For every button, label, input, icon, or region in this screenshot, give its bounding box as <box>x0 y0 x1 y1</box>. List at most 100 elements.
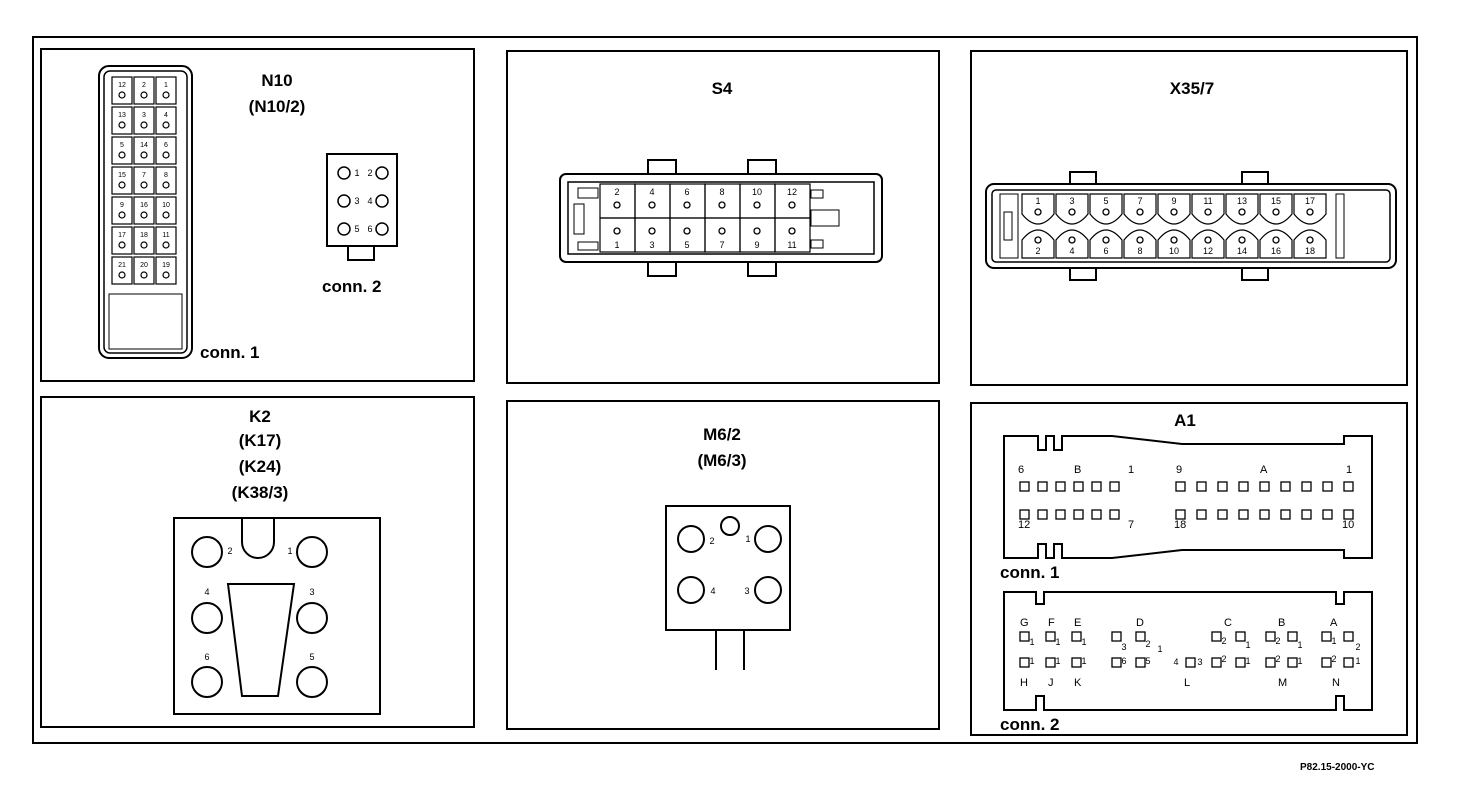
a1-conn2-terminal <box>1071 631 1082 642</box>
x35-pin <box>1136 208 1144 216</box>
a1-conn1-terminal <box>1217 481 1228 492</box>
a1-conn1-terminal <box>1019 509 1030 520</box>
n10-conn1-cell <box>155 76 177 105</box>
s4-pin-label: 1 <box>614 240 619 250</box>
s4-pin <box>718 227 726 235</box>
a1-conn1-label-b: B <box>1074 464 1081 476</box>
a1-conn2-pin-number: 5 <box>1145 656 1150 666</box>
x35-cell <box>1123 229 1157 259</box>
a1-conn1-terminal <box>1091 481 1102 492</box>
m6-pin-4: 4 <box>710 586 715 596</box>
a1-conn2-pin-number: 1 <box>1297 640 1302 650</box>
x35-pin <box>1204 236 1212 244</box>
a1-conn2-pin-number: 3 <box>1121 642 1126 652</box>
s4-pin-label: 5 <box>684 240 689 250</box>
a1-conn2-label-f: F <box>1048 617 1055 629</box>
a1-conn1-terminal <box>1175 481 1186 492</box>
s4-pin <box>613 201 621 209</box>
diagram-frame <box>32 36 1418 744</box>
a1-conn2-terminal <box>1019 631 1030 642</box>
x35-pin-label: 7 <box>1137 196 1142 206</box>
a1-conn2-terminal <box>1135 631 1146 642</box>
x35-pin-label: 17 <box>1305 196 1315 206</box>
a1-conn1-terminal <box>1301 481 1312 492</box>
n10-subtitle: (N10/2) <box>249 97 306 116</box>
a1-conn1-terminal <box>1196 481 1207 492</box>
a1-conn1-terminal <box>1055 481 1066 492</box>
figure-reference: P82.15-2000-YC <box>1300 762 1375 773</box>
a1-conn1-terminal <box>1109 481 1120 492</box>
a1-conn2-pin-number: 1 <box>1355 656 1360 666</box>
a1-conn1-label-1a: 1 <box>1128 464 1134 476</box>
x35-cell <box>1259 229 1293 259</box>
a1-conn2-pin-number: 2 <box>1331 654 1336 664</box>
x35-pin-label: 8 <box>1137 246 1142 256</box>
x35-cell <box>1157 193 1191 225</box>
k2-title-3: (K24) <box>239 457 282 476</box>
x35-pin-label: 3 <box>1069 196 1074 206</box>
panel-m6-2: M6/2 (M6/3) 2 1 4 3 <box>506 400 940 730</box>
s4-pin-label: 10 <box>752 187 762 197</box>
x35-cell <box>1191 229 1225 259</box>
m6-pin-3: 3 <box>744 586 749 596</box>
n10-conn1-pin <box>162 211 170 219</box>
n10-conn1-pin-label: 11 <box>162 232 169 239</box>
a1-conn2-terminal <box>1111 657 1122 668</box>
a1-conn2-terminal <box>1045 657 1056 668</box>
m6-drawing: M6/2 (M6/3) 2 1 4 3 <box>665 425 791 670</box>
a1-conn2-pin-number: 1 <box>1157 644 1162 654</box>
s4-pin <box>683 227 691 235</box>
n10-title: N10 <box>261 71 292 90</box>
a1-conn2-label: conn. 2 <box>1000 715 1060 734</box>
x35-cell <box>1089 229 1123 259</box>
a1-conn1-terminal <box>1091 509 1102 520</box>
a1-conn1-terminal <box>1196 509 1207 520</box>
a1-conn2-terminal <box>1071 657 1082 668</box>
a1-conn2-terminal <box>1211 631 1222 642</box>
n10-conn1-pin <box>140 211 148 219</box>
n10-conn1-pin <box>162 91 170 99</box>
a1-conn2-pin-number: 6 <box>1121 656 1126 666</box>
s4-pin <box>788 201 796 209</box>
n10-conn1-label: conn. 1 <box>200 343 260 362</box>
n10-conn1-pin-label: 9 <box>120 202 124 209</box>
n10-conn2-pin-3: 3 <box>354 196 359 206</box>
s4-pin-label: 12 <box>787 187 797 197</box>
a1-conn2-terminal <box>1235 657 1246 668</box>
x35-pin-label: 5 <box>1103 196 1108 206</box>
a1-conn1-label-9: 9 <box>1176 464 1182 476</box>
n10-conn1-pin-label: 17 <box>118 232 126 239</box>
k2-title-1: K2 <box>249 407 271 426</box>
a1-conn2-terminal <box>1111 631 1122 642</box>
a1-conn2-pin-number: 2 <box>1275 654 1280 664</box>
n10-conn1-cell <box>111 76 133 105</box>
a1-conn2-label-g: G <box>1020 617 1029 629</box>
n10-conn1-pin-label: 19 <box>162 262 170 269</box>
s4-pin-label: 11 <box>787 240 796 250</box>
a1-conn2-terminal <box>1019 657 1030 668</box>
m6-title-1: M6/2 <box>703 425 741 444</box>
s4-pin-label: 8 <box>719 187 724 197</box>
a1-conn1-connector: 6 B 1 9 A 1 12 7 18 10 <box>1003 435 1373 559</box>
x35-cell <box>1191 193 1225 225</box>
panel-k2: K2 (K17) (K24) (K38/3) 2 1 4 3 6 5 <box>40 396 475 728</box>
a1-conn2-label-n: N <box>1332 677 1340 689</box>
x35-pin <box>1272 236 1280 244</box>
n10-conn1-pin <box>118 151 126 159</box>
n10-conn1-cell <box>111 166 133 195</box>
m6-pin-1: 1 <box>745 534 750 544</box>
s4-pin <box>683 201 691 209</box>
a1-conn2-terminal <box>1211 657 1222 668</box>
a1-conn1-terminal <box>1019 481 1030 492</box>
n10-conn1-pin-label: 2 <box>142 82 146 89</box>
a1-conn2-label-e: E <box>1074 617 1081 629</box>
n10-conn1-cell <box>111 256 133 285</box>
n10-conn1-pin-label: 13 <box>118 112 126 119</box>
x35-pin <box>1170 208 1178 216</box>
a1-conn1-terminal <box>1073 481 1084 492</box>
n10-conn1-cell <box>111 106 133 135</box>
